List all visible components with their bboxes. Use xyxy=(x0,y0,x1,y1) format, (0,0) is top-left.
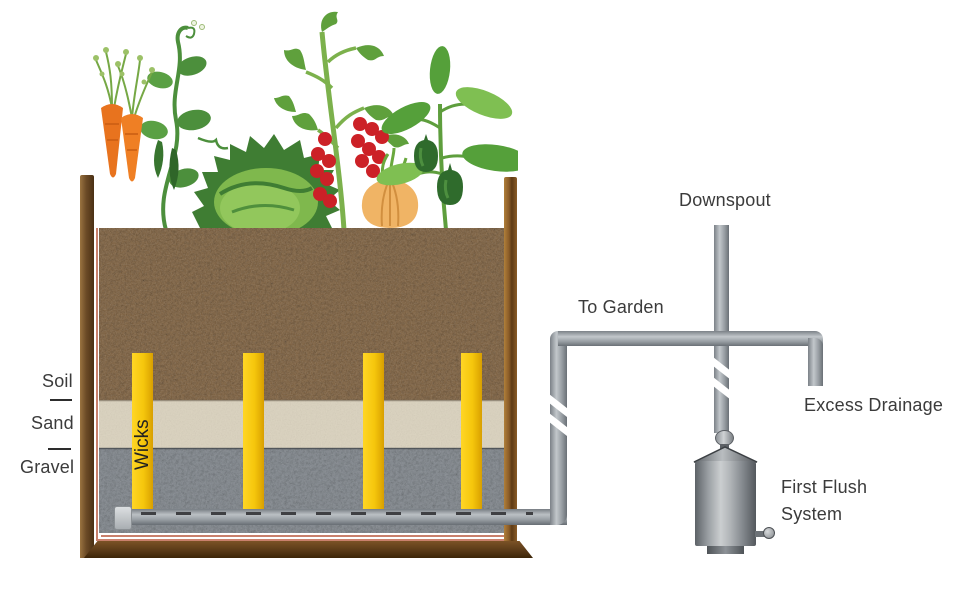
to-garden-label: To Garden xyxy=(578,297,664,317)
tomatoes-illustration xyxy=(310,117,389,208)
to-garden-pipe xyxy=(558,331,823,346)
soil-label: Soil xyxy=(42,371,73,391)
first-flush-label-line1: First Flush xyxy=(781,477,868,497)
wick-4 xyxy=(461,353,482,509)
pipe-end-cap xyxy=(114,506,132,530)
wicks-label: Wicks xyxy=(132,419,153,471)
pepper-plant-illustration xyxy=(376,46,518,230)
tank-base xyxy=(707,546,744,554)
soil-layer xyxy=(99,228,504,400)
wick-1 xyxy=(132,353,153,509)
pipe-perforations xyxy=(141,512,533,515)
bed-liner-inner-line xyxy=(101,535,504,537)
cabbage-illustration xyxy=(192,134,340,230)
tank-spigot-knob xyxy=(763,527,775,539)
peppers-illustration xyxy=(414,134,463,205)
tomato-plant-illustration xyxy=(274,11,409,230)
layer-tick-soil-sand xyxy=(50,399,72,401)
frame-post-left xyxy=(80,175,94,558)
excess-drainage-label: Excess Drainage xyxy=(804,395,944,415)
layer-tick-sand-gravel xyxy=(48,448,71,450)
wick-3 xyxy=(363,353,384,509)
frame-post-right xyxy=(504,177,517,558)
pea-plant-illustration xyxy=(140,20,229,230)
sand-layer xyxy=(99,399,504,448)
downspout-label: Downspout xyxy=(679,190,771,210)
gravel-label: Gravel xyxy=(20,457,75,477)
onion-illustration xyxy=(361,147,419,228)
downspout-pipe xyxy=(714,225,729,433)
plants-illustration xyxy=(93,11,518,230)
tank-spigot xyxy=(755,531,765,537)
excess-drainage-pipe xyxy=(808,338,823,386)
wick-2 xyxy=(243,353,264,509)
first-flush-label-line2: System xyxy=(781,504,843,524)
sand-label: Sand xyxy=(31,413,74,433)
frame-bottom-board xyxy=(84,541,533,558)
carrots-illustration xyxy=(93,47,155,182)
first-flush-tank-body xyxy=(695,461,756,546)
